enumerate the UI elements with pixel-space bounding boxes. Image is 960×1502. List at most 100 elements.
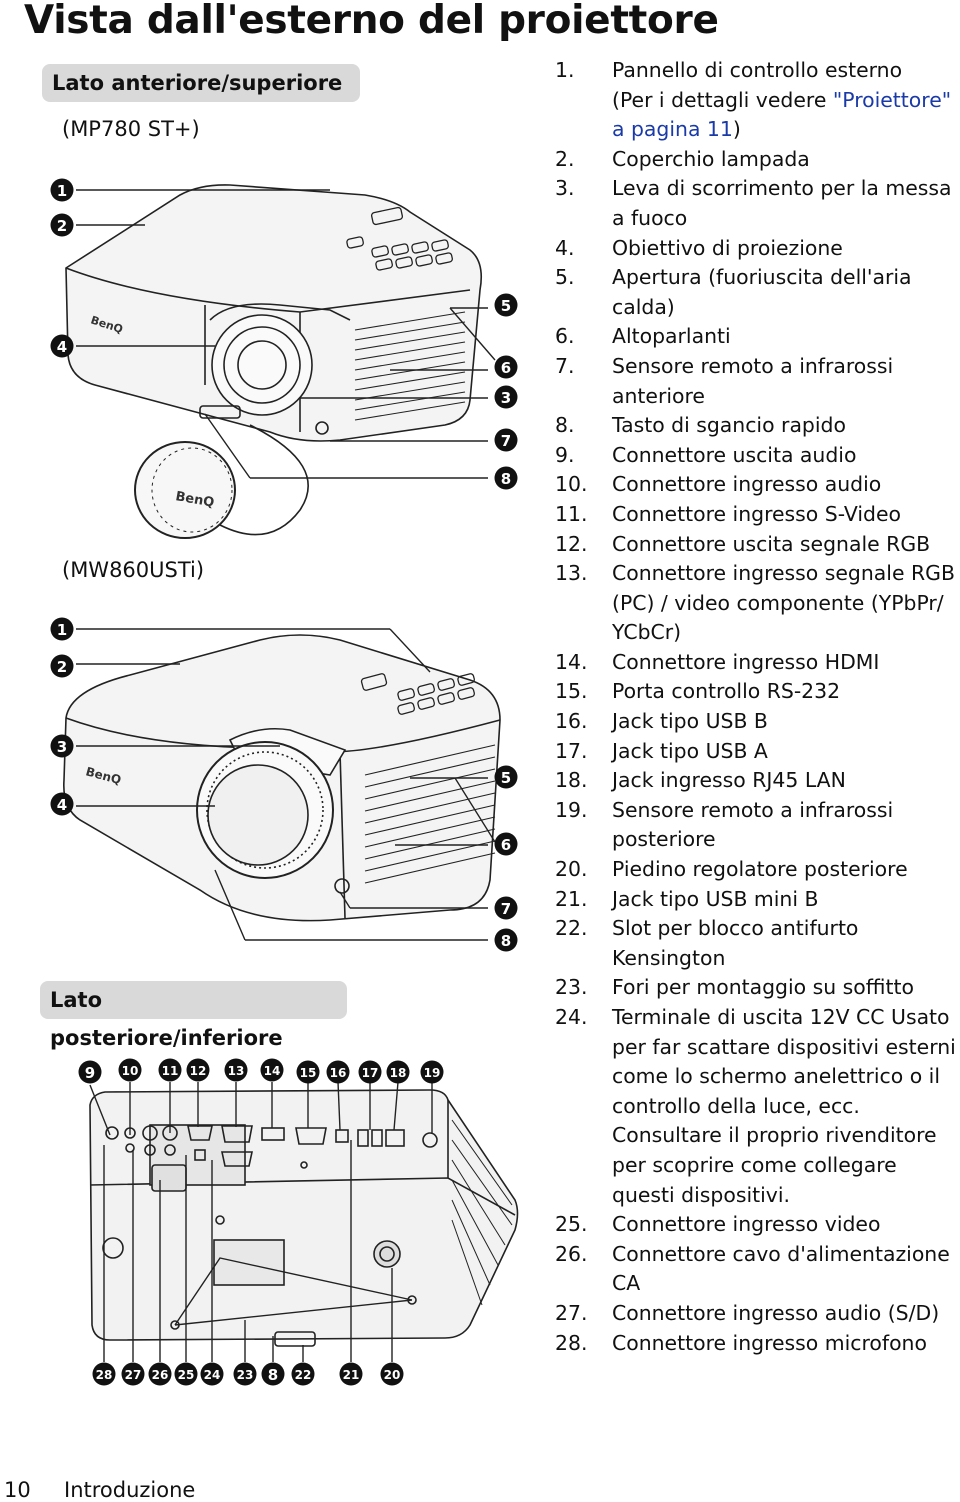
- list-item-text: Slot per blocco antifurto Kensington: [612, 916, 859, 970]
- svg-text:8: 8: [501, 470, 511, 488]
- list-item-text: Jack tipo USB A: [612, 738, 768, 763]
- list-item-number: 8.: [555, 413, 575, 438]
- callout-badge-mid_right: 6: [494, 832, 518, 856]
- list-item: 24.Terminale di uscita 12V CC Usato per …: [555, 1003, 960, 1210]
- list-item-number: 25.: [555, 1212, 588, 1237]
- list-item-text: Leva di scorrimento per la messa a fuoco: [612, 176, 952, 230]
- list-item-text: Connettore ingresso audio: [612, 472, 882, 497]
- list-item-number: 27.: [555, 1300, 588, 1325]
- svg-text:14: 14: [264, 1064, 281, 1078]
- svg-text:20: 20: [384, 1368, 401, 1382]
- svg-text:6: 6: [501, 836, 511, 854]
- page-number: 10: [4, 1478, 31, 1502]
- list-item-number: 11.: [555, 501, 588, 526]
- brand-logo: BenQ: [174, 489, 215, 511]
- list-item-number: 2.: [555, 146, 575, 171]
- callout-badge-rear_top: 10: [118, 1058, 142, 1082]
- list-item-text: Sensore remoto a infrarossi anteriore: [612, 353, 894, 408]
- model-label-2: (MW860USTi): [62, 558, 205, 582]
- callout-badge-rear_bottom: 25: [174, 1362, 198, 1386]
- list-item-number: 15.: [555, 679, 588, 704]
- list-item-text: Connettore cavo d'alimentazione CA: [612, 1241, 950, 1296]
- list-item: 21.Jack tipo USB mini B: [555, 885, 960, 915]
- callout-badge-top_right: 8: [494, 466, 518, 490]
- list-item-text: Connettore ingresso S-Video: [612, 501, 901, 526]
- callout-badge-mid_right: 7: [494, 896, 518, 920]
- list-item: 12.Connettore uscita segnale RGB: [555, 530, 960, 560]
- callout-badge-mid_right: 8: [494, 928, 518, 952]
- svg-text:27: 27: [125, 1368, 142, 1382]
- callout-badge-rear_bottom: 21: [339, 1362, 363, 1386]
- svg-text:8: 8: [268, 1366, 278, 1384]
- list-item: 19.Sensore remoto a infrarossi posterior…: [555, 796, 960, 855]
- svg-text:2: 2: [57, 217, 67, 235]
- list-item-number: 14.: [555, 649, 588, 674]
- svg-text:23: 23: [237, 1368, 254, 1382]
- list-item: 22.Slot per blocco antifurto Kensington: [555, 914, 960, 973]
- list-item-text: Jack tipo USB B: [612, 709, 768, 734]
- footer-section: Introduzione: [64, 1478, 196, 1502]
- list-item-text: Tasto di sgancio rapido: [612, 413, 846, 438]
- list-item: 16.Jack tipo USB B: [555, 707, 960, 737]
- projector-rear-view: [89, 1089, 519, 1347]
- svg-text:13: 13: [228, 1064, 245, 1078]
- callout-badge-rear_top: 9: [78, 1060, 102, 1084]
- list-item-number: 6.: [555, 324, 575, 349]
- svg-text:26: 26: [152, 1368, 169, 1382]
- svg-text:3: 3: [57, 738, 67, 756]
- list-item: 27.Connettore ingresso audio (S/D): [555, 1299, 960, 1329]
- callout-badge-mid_left: 4: [50, 792, 74, 816]
- callout-badge-rear_bottom: 23: [233, 1362, 257, 1386]
- callout-badge-top_right: 3: [494, 385, 518, 409]
- callout-badge-mid_left: 1: [50, 617, 74, 641]
- svg-text:24: 24: [204, 1368, 221, 1382]
- list-item: 8. Tasto di sgancio rapido: [555, 411, 960, 441]
- callout-badge-rear_bottom: 24: [200, 1362, 224, 1386]
- list-item-text: Porta controllo RS-232: [612, 679, 841, 704]
- callout-badge-rear_top: 15: [296, 1060, 320, 1084]
- callout-badge-top_left: 4: [50, 334, 74, 358]
- svg-text:18: 18: [390, 1066, 407, 1080]
- svg-text:10: 10: [122, 1064, 139, 1078]
- svg-text:15: 15: [300, 1066, 317, 1080]
- svg-text:17: 17: [362, 1066, 379, 1080]
- list-item-text: Apertura (fuoriuscita dell'aria calda): [612, 265, 912, 319]
- list-item: 9.Connettore uscita audio: [555, 441, 960, 471]
- callout-badge-rear_top: 19: [420, 1060, 444, 1084]
- svg-text:2: 2: [57, 658, 67, 676]
- svg-text:7: 7: [501, 432, 511, 450]
- list-item-text: Connettore ingresso HDMI: [612, 649, 880, 674]
- list-item: 18.Jack ingresso RJ45 LAN: [555, 766, 960, 796]
- list-item-text: Obiettivo di proiezione: [612, 235, 843, 260]
- model-label-1: (MP780 ST+): [62, 117, 200, 141]
- svg-text:4: 4: [57, 796, 67, 814]
- callout-badge-top_right: 7: [494, 428, 518, 452]
- callout-badge-rear_top: 18: [386, 1060, 410, 1084]
- cross-reference-link[interactable]: "Proiettore" a pagina 11: [612, 87, 952, 142]
- svg-text:6: 6: [501, 359, 511, 377]
- list-item: 26.Connettore cavo d'alimentazione CA: [555, 1240, 960, 1299]
- callout-badge-top_left: 1: [50, 178, 74, 202]
- callout-badge-top_right: 6: [494, 355, 518, 379]
- callout-badge-rear_bottom: 27: [121, 1362, 145, 1386]
- list-item-text: Connettore uscita audio: [612, 442, 857, 467]
- callout-badge-rear_top: 12: [186, 1058, 210, 1082]
- callout-badge-rear_bottom: 8: [261, 1362, 285, 1386]
- list-item-text: Fori per montaggio su soffitto: [612, 975, 914, 1000]
- svg-text:5: 5: [501, 769, 511, 787]
- svg-text:28: 28: [96, 1368, 113, 1382]
- callout-badge-mid_right: 5: [494, 765, 518, 789]
- svg-text:1: 1: [57, 621, 67, 639]
- svg-text:25: 25: [178, 1368, 195, 1382]
- list-item-text: Connettore ingresso video: [612, 1212, 881, 1237]
- list-item: 7.Sensore remoto a infrarossi anteriore: [555, 352, 960, 411]
- page-title: Vista dall'esterno del proiettore: [24, 0, 719, 43]
- callout-badge-rear_top: 17: [358, 1060, 382, 1084]
- list-item-text: Jack tipo USB mini B: [612, 886, 819, 911]
- svg-text:4: 4: [57, 338, 67, 356]
- list-item-text: Sensore remoto a infrarossi posteriore: [612, 797, 894, 852]
- list-item-text: Connettore ingresso segnale RGB (PC) / v…: [612, 561, 955, 645]
- list-item-text: Piedino regolatore posteriore: [612, 857, 908, 882]
- list-item-subtext-end: ): [732, 117, 741, 142]
- list-item-number: 20.: [555, 857, 588, 882]
